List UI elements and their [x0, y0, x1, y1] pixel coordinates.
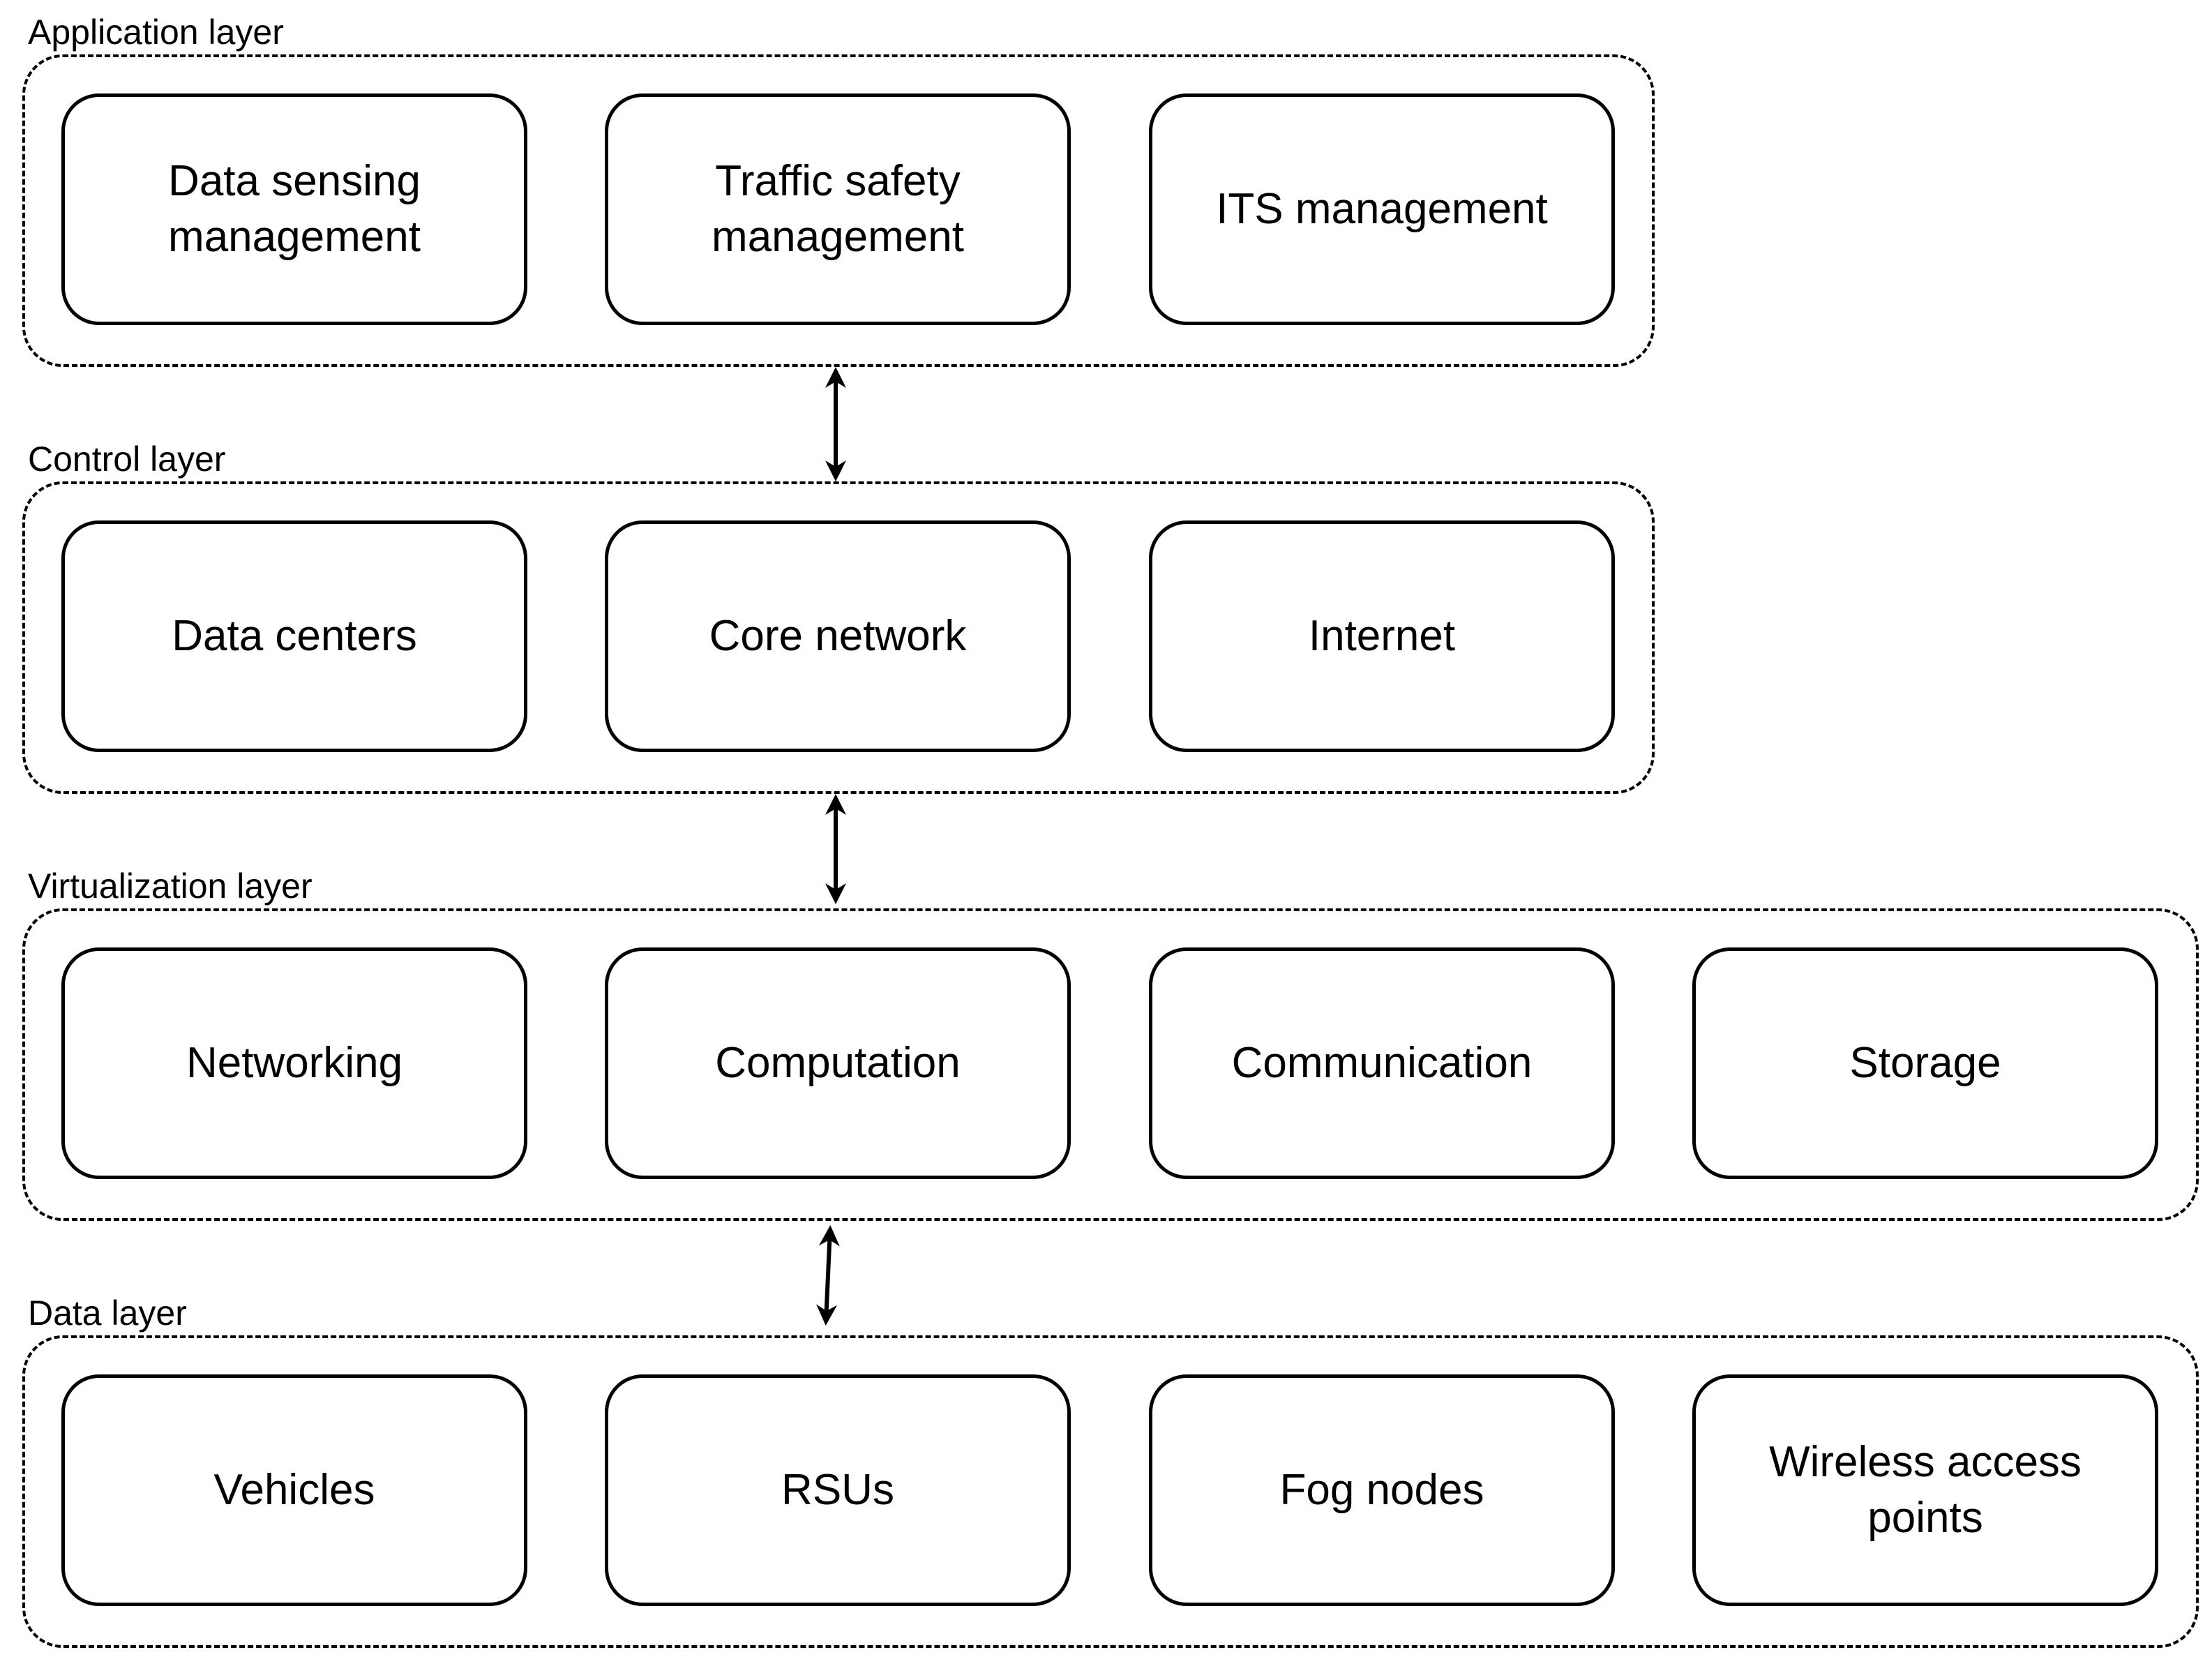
node-label: Data centers — [172, 612, 417, 660]
node-wireless-access-points[interactable]: Wireless access points — [1692, 1374, 2158, 1606]
node-label: RSUs — [781, 1466, 894, 1514]
node-label: Core network — [709, 612, 967, 660]
arrow-virtualization-data — [816, 1225, 840, 1326]
node-data-centers[interactable]: Data centers — [61, 520, 527, 752]
node-rsus[interactable]: RSUs — [605, 1374, 1071, 1606]
virtualization-layer-frame — [22, 908, 2199, 1221]
node-label: Internet — [1308, 612, 1456, 660]
node-label: Storage — [1849, 1039, 2001, 1087]
node-its-management[interactable]: ITS management — [1149, 93, 1615, 325]
virtualization-layer-title: Virtualization layer — [28, 867, 313, 906]
node-label: Fog nodes — [1279, 1466, 1484, 1514]
node-label: Wireless access points — [1769, 1438, 2082, 1542]
node-label: Networking — [186, 1039, 403, 1087]
node-label: Data sensing management — [168, 157, 421, 261]
node-core-network[interactable]: Core network — [605, 520, 1071, 752]
control-layer-frame — [22, 481, 1655, 794]
data-layer-title: Data layer — [28, 1294, 187, 1333]
node-label: Computation — [715, 1039, 961, 1087]
node-traffic-safety-management[interactable]: Traffic safety management — [605, 93, 1071, 325]
node-computation[interactable]: Computation — [605, 947, 1071, 1179]
data-layer-frame — [22, 1335, 2199, 1648]
node-label: Communication — [1231, 1039, 1533, 1087]
node-communication[interactable]: Communication — [1149, 947, 1615, 1179]
node-data-sensing-management[interactable]: Data sensing management — [61, 93, 527, 325]
control-layer-title: Control layer — [28, 440, 226, 479]
node-networking[interactable]: Networking — [61, 947, 527, 1179]
node-internet[interactable]: Internet — [1149, 520, 1615, 752]
node-vehicles[interactable]: Vehicles — [61, 1374, 527, 1606]
application-layer-title: Application layer — [28, 13, 284, 52]
node-storage[interactable]: Storage — [1692, 947, 2158, 1179]
node-label: Traffic safety management — [712, 157, 964, 261]
application-layer-frame — [22, 54, 1655, 367]
node-fog-nodes[interactable]: Fog nodes — [1149, 1374, 1615, 1606]
node-label: Vehicles — [213, 1466, 375, 1514]
node-label: ITS management — [1216, 185, 1548, 233]
